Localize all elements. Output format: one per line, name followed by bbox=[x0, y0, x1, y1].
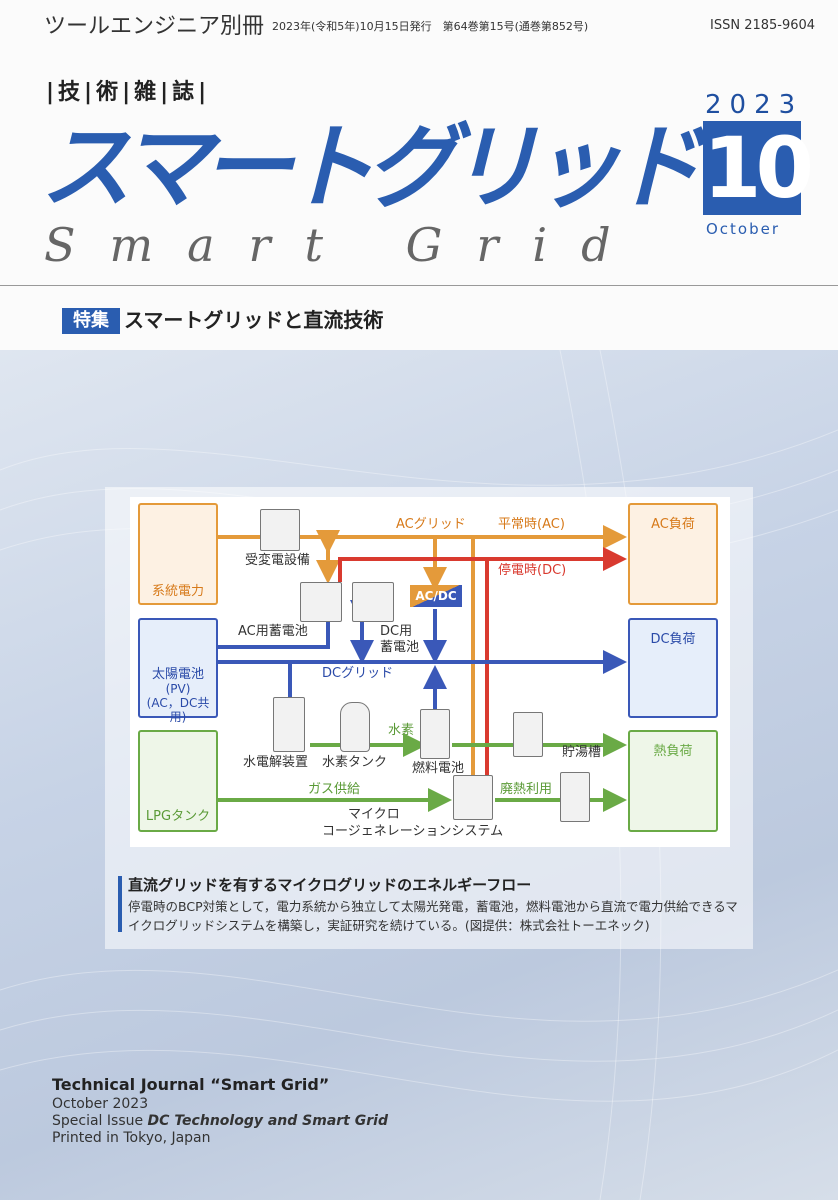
series-name: ツールエンジニア別冊 bbox=[44, 14, 265, 39]
label-electrolyzer: 水電解装置 bbox=[243, 755, 309, 770]
english-printed: Printed in Tokyo, Japan bbox=[52, 1130, 211, 1146]
label-hydrogen: 水素 bbox=[388, 723, 415, 738]
label-dc-battery-1: DC用 bbox=[380, 624, 413, 639]
load-dc: DC負荷 bbox=[628, 618, 718, 718]
issue-year: 2023 bbox=[705, 90, 804, 120]
ac-dc-converter: AC/DC bbox=[410, 585, 462, 607]
english-title: Technical Journal “Smart Grid” bbox=[52, 1075, 330, 1094]
feature-label: 特集 bbox=[62, 308, 120, 334]
english-special-issue: Special Issue DC Technology and Smart Gr… bbox=[52, 1113, 388, 1129]
label-h2-tank: 水素タンク bbox=[322, 755, 388, 770]
caption-text: 停電時のBCP対策として，電力系統から独立して太陽光発電，蓄電池，燃料電池から直… bbox=[128, 899, 738, 933]
category-label: |技|術|雑|誌| bbox=[46, 80, 211, 105]
load-ac: AC負荷 bbox=[628, 503, 718, 605]
label-dc-battery-2: 蓄電池 bbox=[380, 640, 420, 655]
electrolyzer-unit bbox=[273, 697, 305, 752]
issue-number: 10 bbox=[703, 119, 814, 217]
substation-equipment bbox=[260, 509, 300, 551]
flow-lines bbox=[218, 525, 627, 812]
label-waste-heat: 廃熱利用 bbox=[500, 782, 553, 797]
issn: ISSN 2185-9604 bbox=[710, 18, 816, 33]
label-cogen-2: コージェネレーションシステム bbox=[322, 824, 504, 839]
label-gas: ガス供給 bbox=[308, 782, 361, 797]
label-fuel-cell: 燃料電池 bbox=[412, 761, 465, 776]
issue-month: October bbox=[706, 220, 781, 238]
label-cogen-1: マイクロ bbox=[348, 807, 400, 822]
label-normal: 平常時(AC) bbox=[498, 517, 565, 532]
caption-title: 直流グリッドを有するマイクログリッドのエネルギーフロー bbox=[128, 876, 532, 894]
label-substation: 受変電設備 bbox=[245, 553, 311, 568]
hot-water-tank-2 bbox=[560, 772, 590, 822]
divider bbox=[0, 285, 838, 286]
dc-battery-unit bbox=[352, 582, 394, 622]
load-heat: 熱負荷 bbox=[628, 730, 718, 832]
label-dc-grid: DCグリッド bbox=[322, 666, 394, 681]
source-lpg-tank: LPGタンク bbox=[138, 730, 218, 832]
label-ac-grid: ACグリッド bbox=[396, 517, 466, 532]
fuel-cell-unit bbox=[420, 709, 450, 759]
label-hot-water: 貯湯槽 bbox=[562, 745, 602, 760]
hot-water-tank-1 bbox=[513, 712, 543, 757]
english-date: October 2023 bbox=[52, 1096, 149, 1112]
caption-accent-bar bbox=[118, 876, 122, 932]
source-solar-pv: 太陽電池(PV)(AC，DC共用) bbox=[138, 618, 218, 724]
ac-battery-unit bbox=[300, 582, 342, 622]
hydrogen-tank-unit bbox=[340, 702, 370, 752]
magazine-subtitle: Smart Grid bbox=[44, 218, 645, 272]
label-ac-battery: AC用蓄電池 bbox=[238, 624, 308, 639]
magazine-title: スマートグリッド bbox=[40, 114, 703, 221]
special-issue-title: DC Technology and Smart Grid bbox=[147, 1113, 388, 1129]
source-grid-power: 系統電力 bbox=[138, 503, 218, 605]
special-issue-prefix: Special Issue bbox=[52, 1113, 148, 1129]
publication-info: 2023年(令和5年)10月15日発行 第64巻第15号(通巻第852号) bbox=[272, 20, 589, 33]
cogeneration-unit bbox=[453, 775, 493, 820]
energy-flow-diagram: 系統電力 太陽電池(PV)(AC，DC共用) LPGタンク AC負荷 DC負荷 … bbox=[130, 497, 730, 847]
label-outage: 停電時(DC) bbox=[498, 563, 567, 578]
feature-title: スマートグリッドと直流技術 bbox=[124, 308, 384, 332]
